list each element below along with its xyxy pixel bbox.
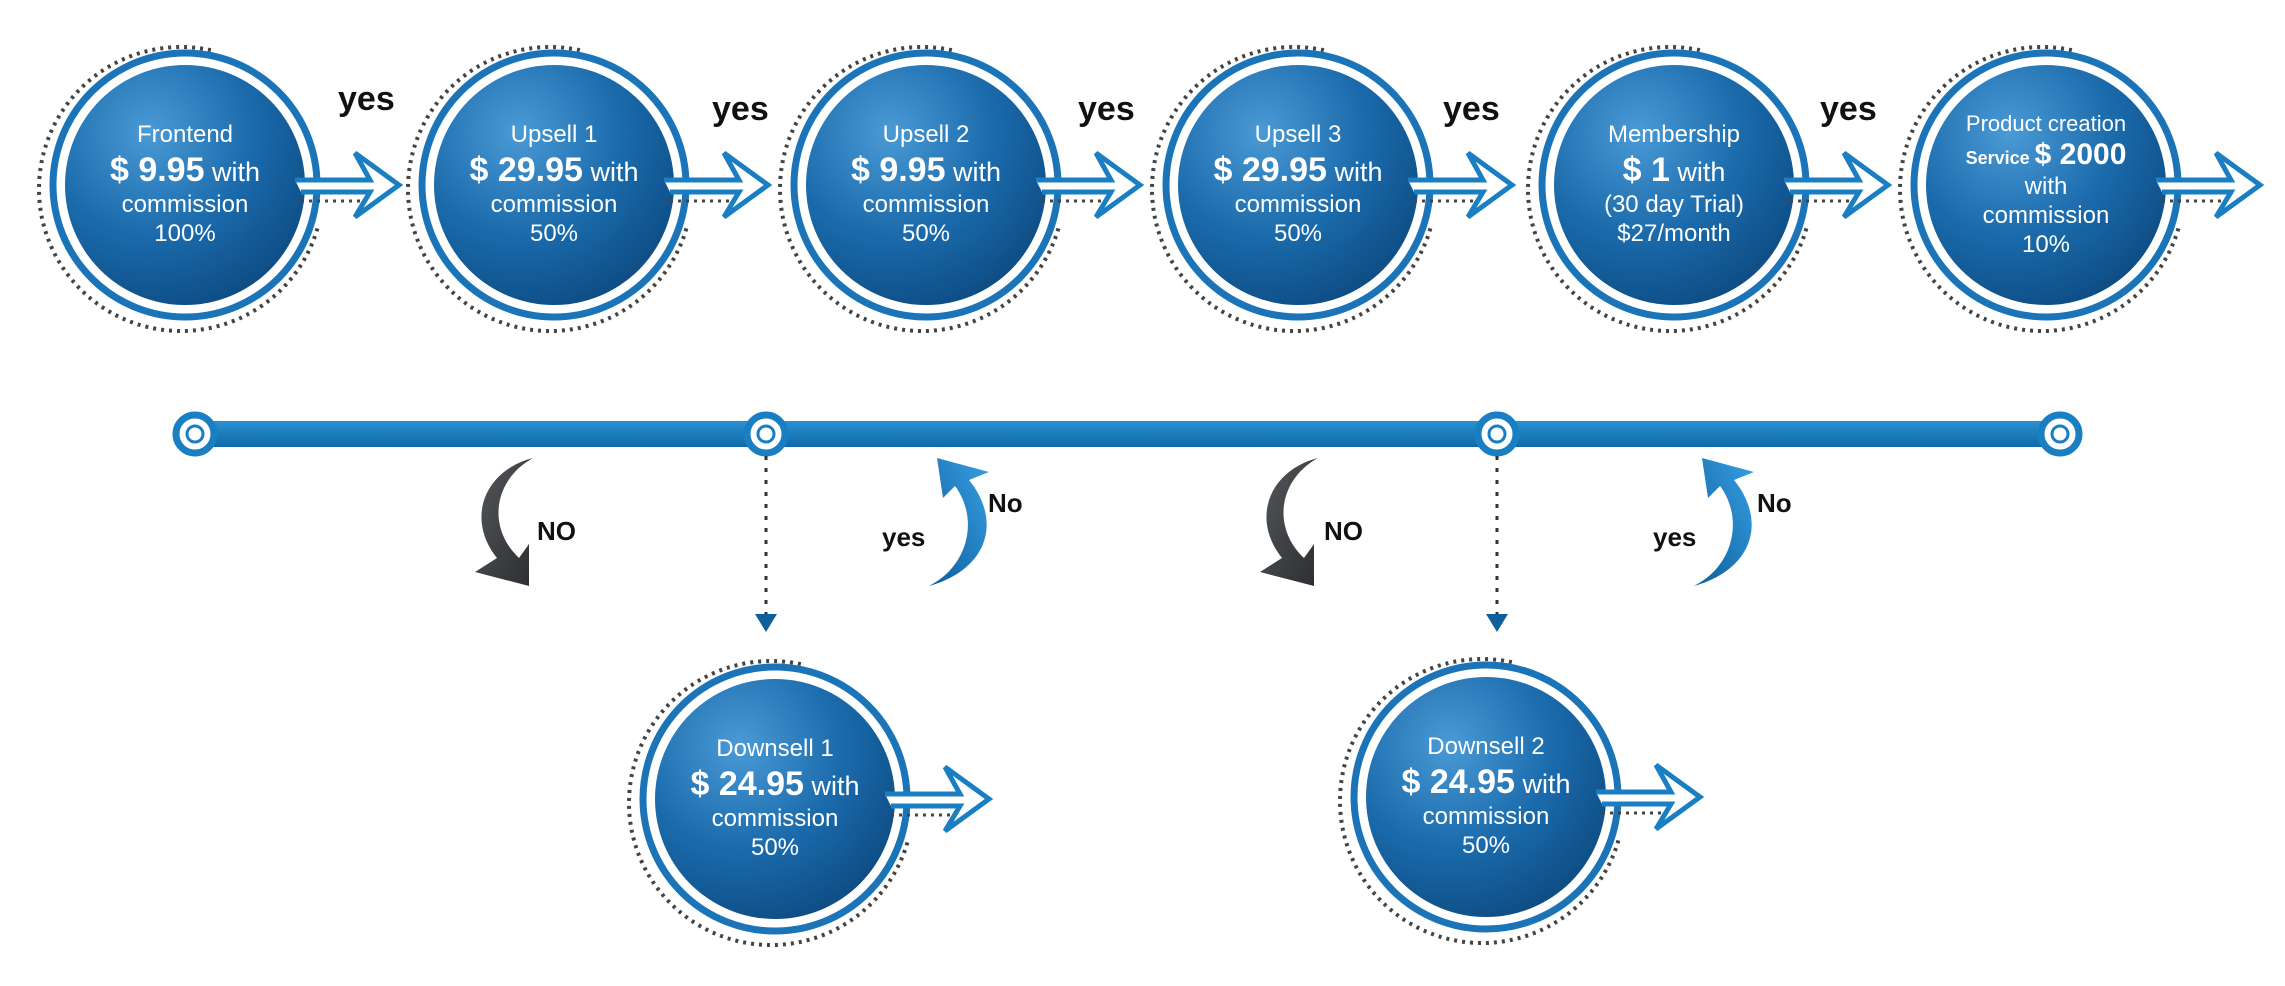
node-line: commission <box>121 191 249 218</box>
yes-label: yes <box>882 522 926 552</box>
node-title: Frontend <box>136 121 234 149</box>
node-price: $ 24.95 <box>1401 763 1515 802</box>
node-line: (30 day Trial) <box>1603 191 1745 218</box>
no-label: No <box>1757 488 1792 518</box>
yes-label: yes <box>1820 90 1877 128</box>
node-price-suffix: with <box>582 157 639 188</box>
yes-label: yes <box>712 90 769 128</box>
node-line: 100% <box>154 219 216 247</box>
node-ball <box>65 65 305 305</box>
no-label: NO <box>1324 516 1363 546</box>
node-ball <box>1366 677 1606 917</box>
node-price: $ 9.95 <box>109 151 205 190</box>
node-price-suffix: with <box>1514 769 1571 800</box>
node-line: with <box>2024 173 2068 200</box>
node-line: $27/month <box>1617 219 1731 247</box>
node-ball <box>1554 65 1794 305</box>
node-line: commission <box>711 805 839 832</box>
node-price-prefix: Service <box>1965 148 2035 168</box>
node-line: 50% <box>750 833 800 861</box>
node-ball <box>1926 65 2166 305</box>
yes-label: yes <box>1078 90 1135 128</box>
funnel-node-upsell-2: Upsell 2 $ 9.95 with commission 50% <box>811 70 1041 300</box>
node-line: commission <box>490 191 618 218</box>
node-upsell-3-graphic <box>1150 25 1517 333</box>
node-price-suffix: with <box>204 157 261 188</box>
node-ball <box>806 65 1046 305</box>
no-label: No <box>988 488 1023 518</box>
node-line: 50% <box>901 219 951 247</box>
node-ball <box>1178 65 1418 305</box>
yes-arrow-icon <box>929 458 989 586</box>
funnel-node-downsell-1: Downsell 1 $ 24.95 with commission 50% <box>660 684 890 914</box>
yes-label: yes <box>1653 522 1697 552</box>
node-title: Upsell 2 <box>882 121 970 149</box>
node-title: Product creation <box>1965 110 2127 136</box>
yes-label: yes <box>1443 90 1500 128</box>
node-price: $ 29.95 <box>469 151 583 190</box>
node-title: Downsell 2 <box>1427 733 1545 761</box>
next-arrow-icon <box>295 150 404 220</box>
node-upsell-1-graphic <box>406 25 773 333</box>
next-arrow-icon <box>885 764 994 834</box>
next-arrow-icon <box>2156 150 2265 220</box>
node-line: 50% <box>529 219 579 247</box>
node-line: commission <box>1982 201 2110 229</box>
node-ball <box>434 65 674 305</box>
node-downsell-2-graphic <box>1338 637 1705 945</box>
node-line: commission <box>1422 803 1550 830</box>
node-title: Upsell 1 <box>510 121 598 149</box>
node-line: commission <box>862 191 990 218</box>
node-price: $ 9.95 <box>850 151 946 190</box>
node-title: Downsell 1 <box>716 735 834 763</box>
node-price-suffix: with <box>1326 157 1383 188</box>
node-title: Upsell 3 <box>1254 121 1342 149</box>
node-downsell-1-graphic <box>627 639 994 947</box>
node-price: $ 2000 <box>2034 138 2127 171</box>
node-frontend-graphic <box>37 25 404 333</box>
node-line: 50% <box>1461 831 1511 859</box>
node-membership-graphic <box>1526 25 1893 333</box>
next-arrow-icon <box>1408 150 1517 220</box>
node-price-suffix: with <box>803 771 860 802</box>
node-price: $ 1 <box>1622 151 1670 190</box>
no-arrow-icon <box>1260 458 1318 586</box>
node-product-creation-graphic <box>1898 25 2265 333</box>
yes-arrow-icon <box>1694 458 1754 586</box>
no-label: NO <box>537 516 576 546</box>
funnel-node-membership: Membership $ 1 with (30 day Trial) $27/m… <box>1559 70 1789 300</box>
funnel-node-upsell-3: Upsell 3 $ 29.95 with commission 50% <box>1183 70 1413 300</box>
node-upsell-2-graphic <box>778 25 1145 333</box>
node-price: $ 29.95 <box>1213 151 1327 190</box>
node-price-suffix: with <box>1669 157 1726 188</box>
node-price: $ 24.95 <box>690 765 804 804</box>
next-arrow-icon <box>1784 150 1893 220</box>
node-title: Membership <box>1607 121 1741 149</box>
funnel-node-product-creation: Product creation Service $ 2000 with com… <box>1931 70 2161 300</box>
no-arrow-icon <box>475 458 533 586</box>
next-arrow-icon <box>1036 150 1145 220</box>
node-ball <box>655 679 895 919</box>
node-line: commission <box>1234 191 1362 218</box>
timeline <box>172 411 2083 457</box>
funnel-node-downsell-2: Downsell 2 $ 24.95 with commission 50% <box>1371 682 1601 912</box>
node-price-suffix: with <box>945 157 1002 188</box>
next-arrow-icon <box>1596 762 1705 832</box>
timeline-bar <box>195 421 2060 447</box>
node-line: 10% <box>2021 230 2071 258</box>
funnel-node-upsell-1: Upsell 1 $ 29.95 with commission 50% <box>439 70 669 300</box>
funnel-node-frontend: Frontend $ 9.95 with commission 100% <box>70 70 300 300</box>
next-arrow-icon <box>664 150 773 220</box>
node-line: 50% <box>1273 219 1323 247</box>
down-arrowhead-1 <box>755 614 777 632</box>
down-arrowhead-2 <box>1486 614 1508 632</box>
yes-label: yes <box>338 80 395 118</box>
